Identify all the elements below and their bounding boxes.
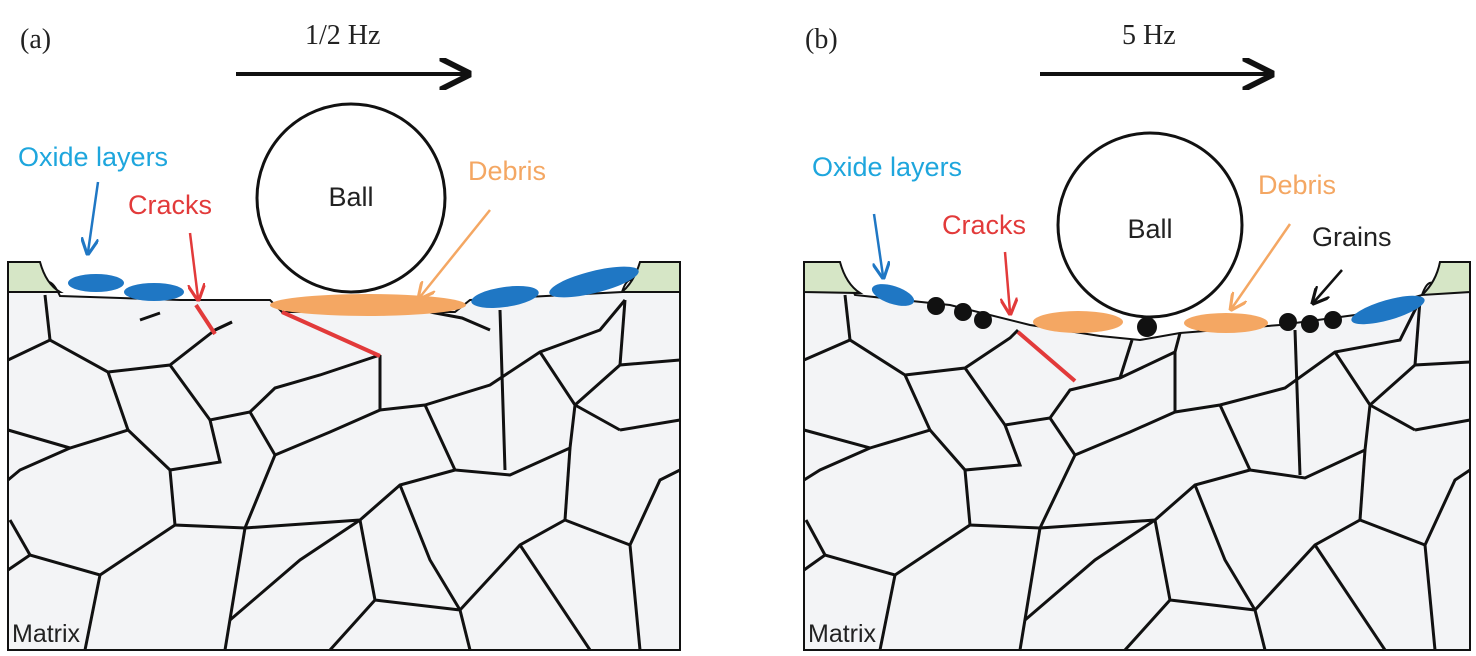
panel-a: (a) 1/2 Hz: [7, 20, 681, 652]
panel-a-matrix-label: Matrix: [12, 620, 81, 648]
panel-b-grains-arrow: [1314, 269, 1343, 302]
panel-a-oxide-layers: [68, 266, 639, 308]
panel-b-debris-arrow: [1232, 223, 1292, 308]
panel-b-surface-right: [1419, 261, 1471, 297]
panel-b-grain-boundaries: [803, 294, 1471, 652]
panel-a-debris-label: Debris: [468, 156, 546, 186]
panel-b-oxide-arrow: [874, 213, 883, 276]
panel-a-debris-arrow: [420, 209, 491, 297]
panel-b-frequency: 5 Hz: [1122, 20, 1176, 51]
panel-b-grains: [927, 297, 1342, 337]
panel-a-oxide-arrow: [88, 181, 100, 252]
panel-a-frequency: 1/2 Hz: [305, 20, 380, 51]
panel-a-grain-boundaries: [7, 294, 681, 652]
panel-b-debris: [1033, 311, 1268, 333]
panel-a-debris: [270, 294, 466, 316]
panel-b: (b) 5 Hz: [803, 20, 1471, 652]
panel-b-ball: [1056, 131, 1244, 319]
panel-a-label: (a): [20, 24, 51, 55]
panel-a-surface-left: [7, 261, 64, 293]
panel-a-ball-label: Ball: [328, 182, 373, 212]
panel-b-oxide-label: Oxide layers: [812, 152, 962, 182]
panel-b-matrix: [803, 281, 1471, 651]
panel-a-surface-right: [619, 261, 681, 293]
panel-b-cracks-label: Cracks: [942, 210, 1026, 240]
panel-b-cracks-arrow: [1005, 251, 1010, 312]
panel-b-matrix-label: Matrix: [808, 620, 877, 648]
panel-b-ball-label: Ball: [1127, 214, 1172, 244]
panel-a-cracks-arrow: [190, 232, 198, 298]
panel-a-matrix: [7, 279, 681, 651]
panel-a-cracks: [194, 303, 381, 358]
panel-b-oxide-layers: [871, 284, 1425, 325]
panel-b-surface-left: [803, 261, 864, 295]
panel-a-oxide-label: Oxide layers: [18, 142, 168, 172]
panel-a-cracks-label: Cracks: [128, 190, 212, 220]
panel-b-crack: [1016, 330, 1077, 383]
panel-b-grains-label: Grains: [1312, 222, 1392, 252]
panel-b-debris-label: Debris: [1258, 170, 1336, 200]
panel-a-ball: [255, 102, 447, 294]
panel-b-label: (b): [805, 24, 838, 55]
